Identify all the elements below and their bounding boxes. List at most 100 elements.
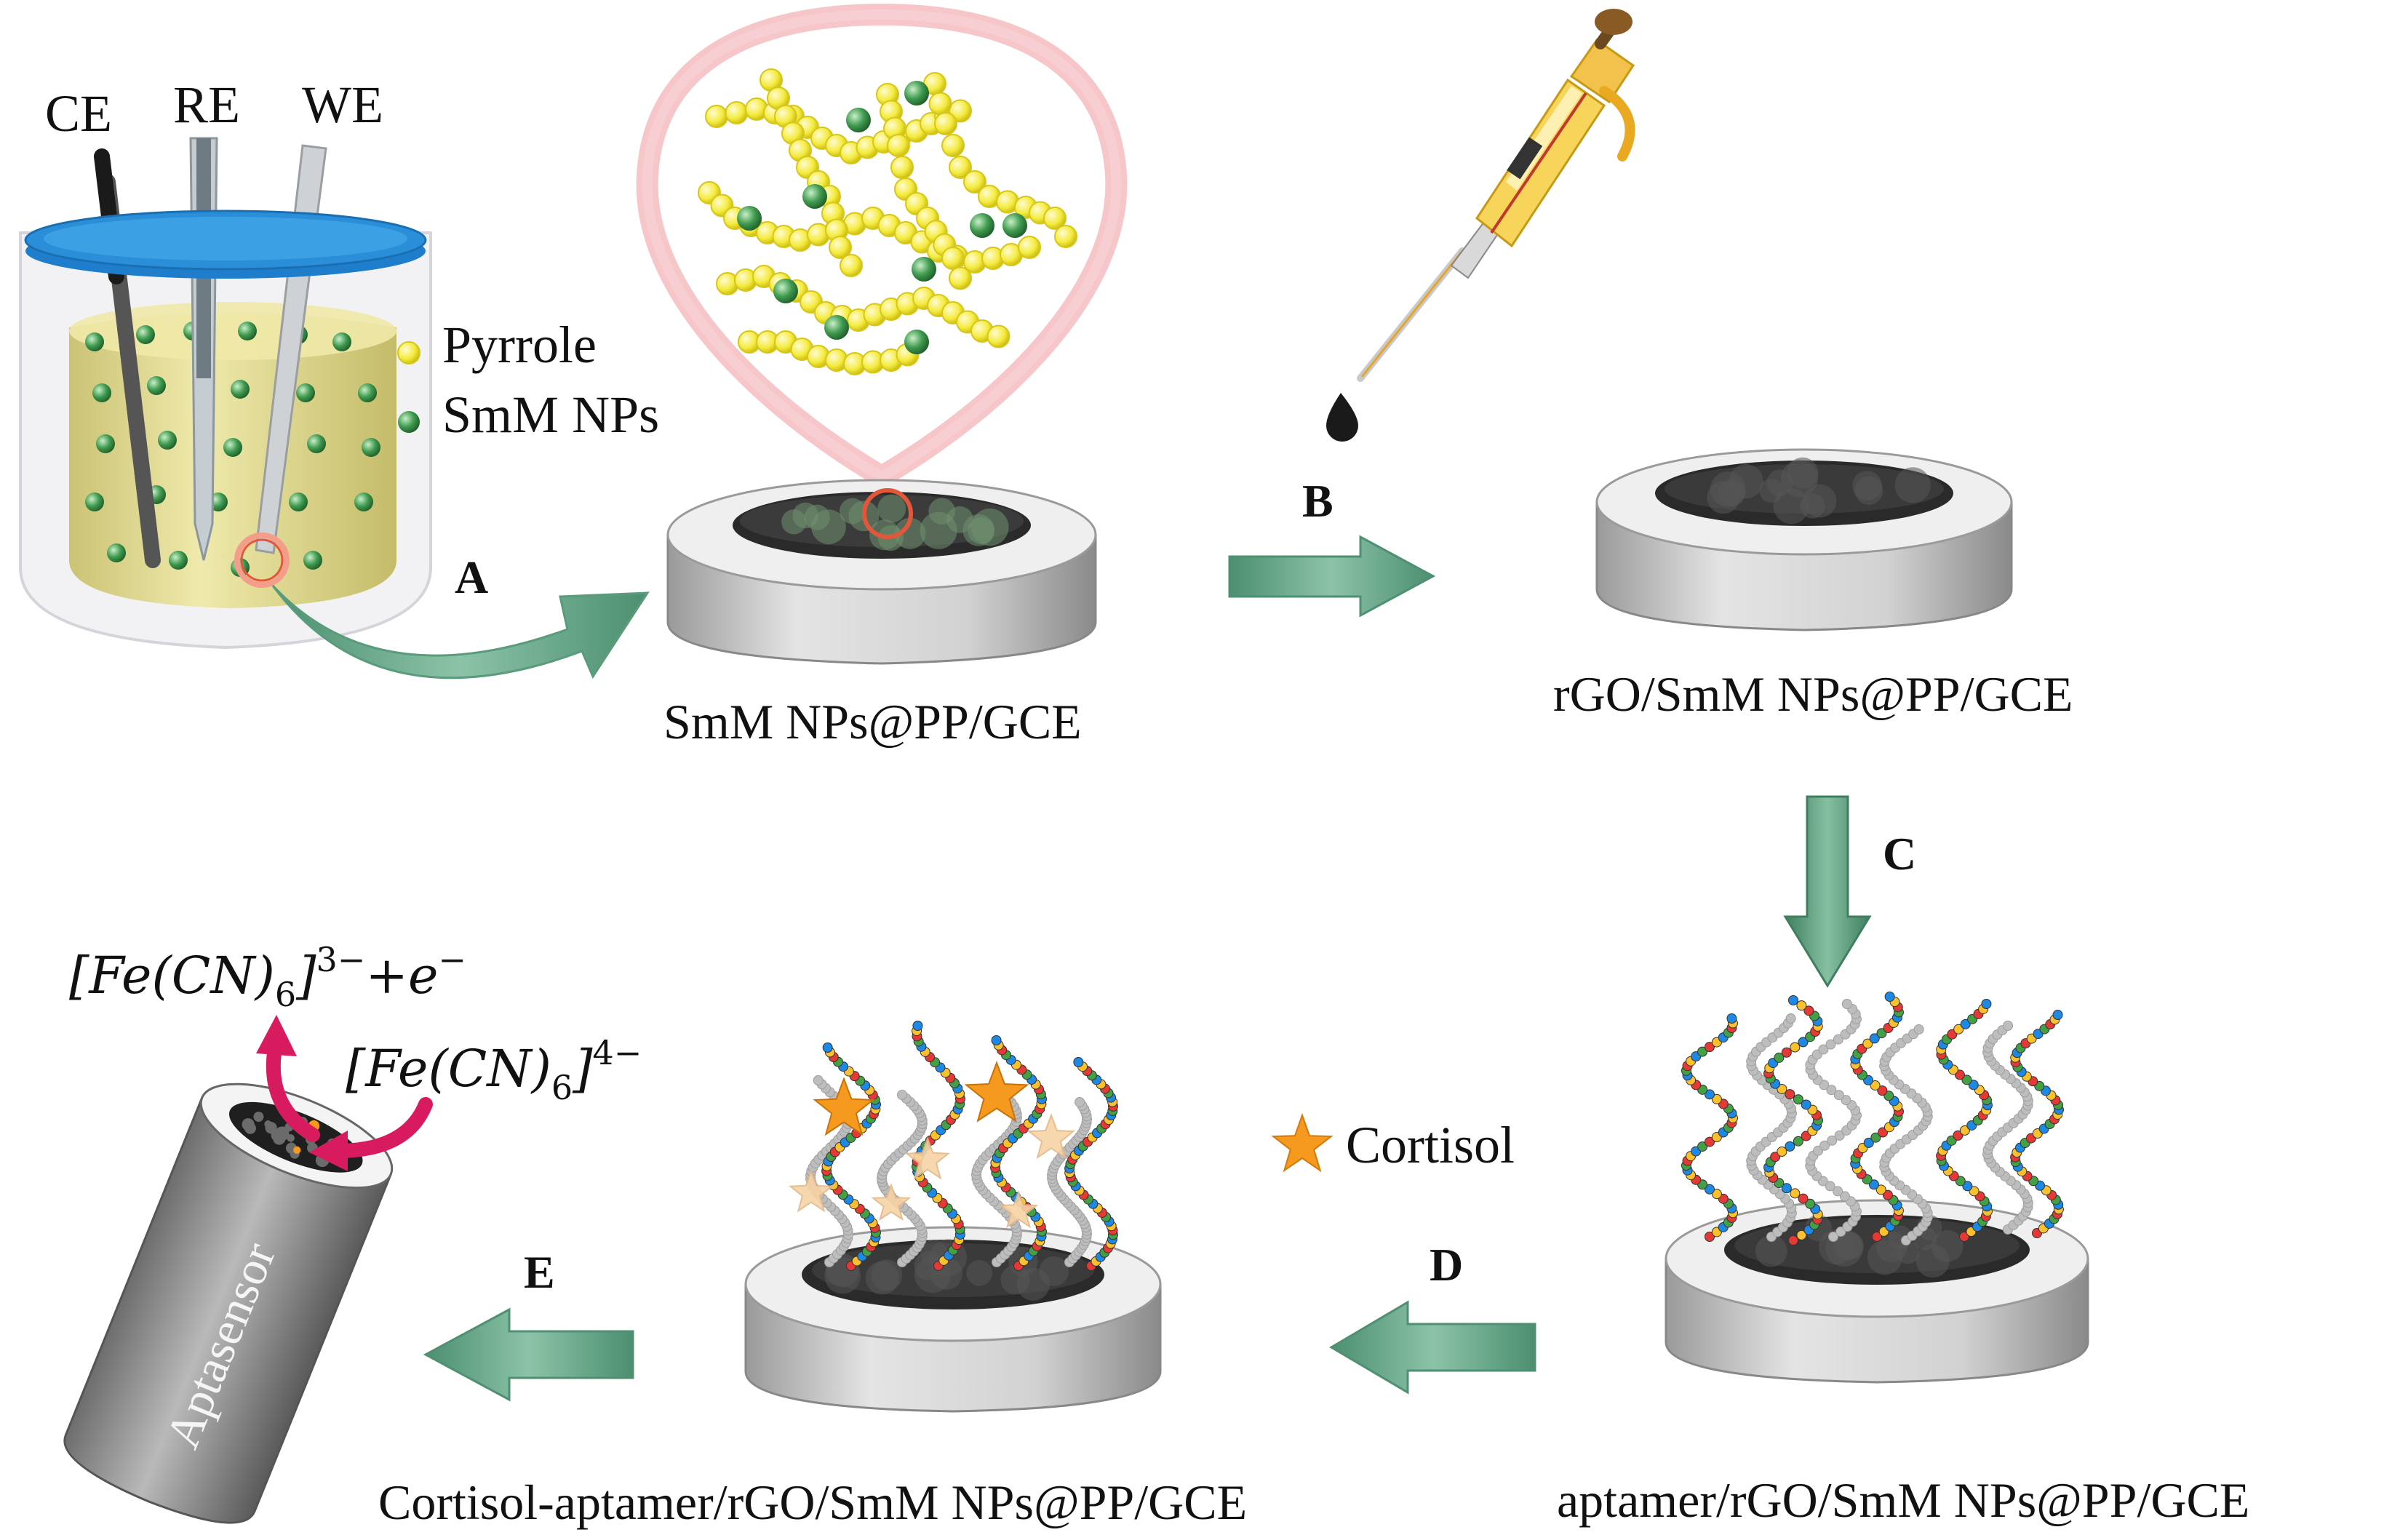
nucleotide: [2003, 1021, 2013, 1031]
pyrrole-swatch: [397, 341, 420, 364]
aptamer-strands: [1681, 992, 2064, 1245]
smm-particle: [773, 279, 798, 303]
surface-particle: [244, 1123, 256, 1134]
ce-label: CE: [45, 84, 112, 143]
stage-1-label: SmM NPs@PP/GCE: [663, 694, 1082, 749]
nucleotide: [1785, 1013, 1796, 1024]
pyrrole-bead: [986, 324, 1010, 348]
magnified-polymer-view: [636, 3, 1128, 490]
redox-arrow-outgoing: [256, 1015, 320, 1142]
surface-particle: [877, 494, 906, 523]
pyrrole-bead: [705, 105, 728, 128]
nucleotide: [1777, 1083, 1787, 1094]
cortisol-star: [964, 1061, 1029, 1123]
pyrrole-bead: [1018, 236, 1041, 259]
surface-particle: [1867, 1240, 1902, 1275]
nucleotide: [1913, 1024, 1924, 1034]
nucleotide: [1705, 1136, 1715, 1147]
nucleotide: [1839, 1191, 1850, 1202]
nucleotide: [1868, 1179, 1879, 1190]
pyrrole-label: Pyrrole: [442, 316, 597, 374]
nucleotide: [1705, 1042, 1715, 1053]
nucleotide: [991, 1035, 1002, 1045]
nucleotide: [1705, 1232, 1715, 1242]
legend-smm: SmM NPs: [398, 386, 659, 444]
stage-4-electrode: [744, 1021, 1162, 1413]
nucleotide: [1834, 1130, 1845, 1141]
nucleotide: [1969, 1186, 1980, 1197]
nucleotide: [1825, 1181, 1835, 1192]
smm-particle: [332, 332, 351, 351]
step-a-arrow: [271, 584, 650, 679]
stage-4-label: Cortisol-aptamer/rGO/SmM NPs@PP/GCE: [378, 1475, 1247, 1530]
nucleotide: [1877, 1085, 1888, 1096]
polypyrrole-chains: [698, 68, 1077, 375]
nucleotide: [1884, 992, 1895, 1002]
pyrrole-bead: [928, 92, 952, 116]
smm-particle: [85, 332, 104, 351]
pyrrole-bead: [1054, 225, 1077, 248]
step-e-arrow: [423, 1307, 634, 1402]
stage-1-electrode: [666, 479, 1097, 665]
smm-particle: [307, 434, 326, 453]
nucleotide: [1841, 999, 1852, 1009]
surface-particle: [928, 498, 956, 525]
pyrrole-bead: [887, 134, 910, 157]
step-a-label: A: [455, 551, 488, 603]
electrochemical-cell: [19, 137, 432, 650]
stage-1-particles: [781, 494, 1009, 551]
surface-particle: [1896, 1240, 1920, 1264]
nucleotide: [1959, 1125, 1970, 1136]
stage-2-particles: [1707, 457, 1931, 525]
nucleotide: [1801, 1099, 1811, 1110]
surface-particle: [293, 1146, 301, 1155]
pyrrole-bead: [949, 266, 972, 290]
nucleotide: [1798, 1193, 1809, 1204]
step-b-arrow: [1228, 535, 1436, 618]
nucleotide: [1841, 1095, 1851, 1106]
nucleotide: [1869, 1033, 1880, 1044]
reference-electrode: [189, 137, 218, 561]
smm-particle: [231, 380, 250, 399]
pyrrole-bead: [941, 134, 965, 157]
step-c-label: C: [1883, 828, 1916, 880]
surface-particle: [1854, 476, 1883, 505]
stage-2-electrode: [1595, 448, 2013, 631]
nucleotide: [1803, 1005, 1814, 1016]
pyrrole-bead: [963, 170, 986, 194]
nucleotide: [1805, 1198, 1816, 1209]
nucleotide: [897, 1090, 907, 1100]
cortisol-star: [871, 1183, 912, 1221]
surface-particle: [804, 504, 830, 530]
nucleotide: [1788, 995, 1798, 1005]
nucleotide: [1953, 1024, 1964, 1034]
cortisol-label: Cortisol: [1346, 1116, 1515, 1174]
nucleotide: [1819, 1140, 1830, 1151]
cortisol-star-icon: [1271, 1113, 1333, 1173]
pipette-icon: [1326, 9, 1635, 442]
nucleotide: [1818, 1044, 1829, 1055]
pyrrole-bead: [725, 101, 749, 124]
pyrrole-bead: [934, 112, 957, 135]
pyrrole-bead: [949, 99, 972, 123]
nucleotide: [1825, 1039, 1836, 1050]
smm-particle: [136, 325, 155, 344]
nucleotide: [1705, 1089, 1715, 1100]
nucleotide: [1835, 1227, 1846, 1237]
smm-particle: [802, 184, 827, 209]
stage-3-label: aptamer/rGO/SmM NPs@PP/GCE: [1557, 1472, 2249, 1528]
nucleotide: [1793, 1136, 1803, 1147]
surface-particle: [1780, 460, 1819, 498]
smm-particle: [904, 330, 929, 354]
nucleotide: [1827, 1135, 1838, 1146]
smm-particle: [296, 383, 315, 402]
nucleotide: [1833, 1090, 1844, 1101]
nucleotide: [1863, 1137, 1874, 1148]
smm-particle: [96, 434, 115, 453]
smm-particle: [303, 551, 322, 570]
nucleotide: [1981, 999, 1992, 1009]
surface-particle: [839, 498, 866, 525]
smm-particle: [846, 108, 871, 132]
step-c-arrow: [1783, 795, 1872, 988]
